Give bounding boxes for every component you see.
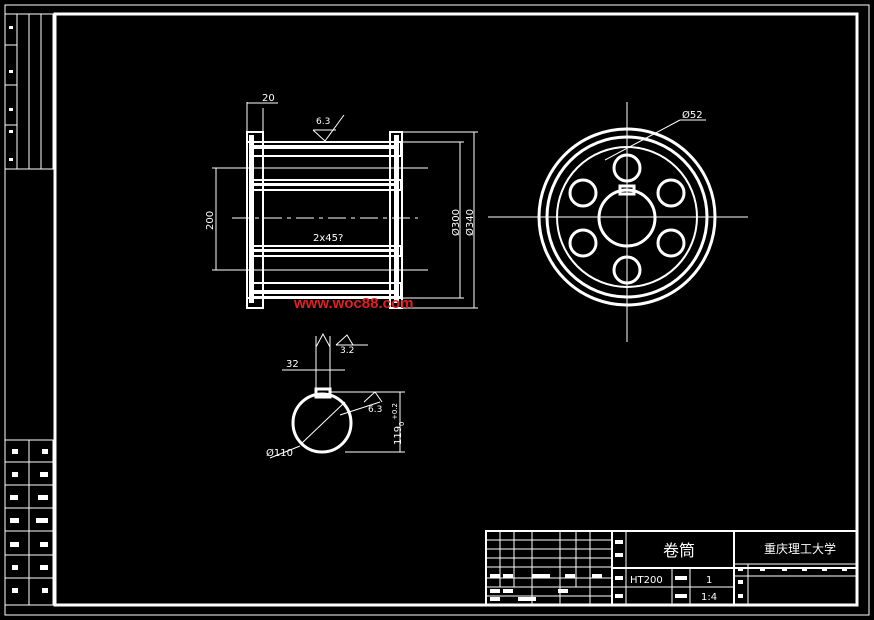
hole-bottom bbox=[612, 255, 642, 285]
dim-hole: Ø52 bbox=[682, 109, 703, 121]
center-bore bbox=[597, 188, 657, 248]
quantity: 1 bbox=[706, 575, 712, 586]
hole-right-top bbox=[656, 178, 686, 208]
roughness-key-value: 3.2 bbox=[340, 346, 354, 356]
left-strip-top-marks bbox=[9, 26, 13, 161]
side-view bbox=[488, 102, 748, 342]
roughness-symbol-key bbox=[315, 332, 331, 348]
dim-key-depth: 119 bbox=[393, 426, 404, 445]
hole-left-top bbox=[568, 178, 598, 208]
shell-bottom-hatch bbox=[249, 282, 402, 298]
hole-top bbox=[612, 153, 642, 183]
title-block bbox=[485, 530, 858, 606]
outer-border bbox=[4, 4, 870, 616]
dim-key-width: 32 bbox=[286, 359, 299, 370]
school-name: 重庆理工大学 bbox=[764, 541, 836, 556]
roughness-symbol-top bbox=[312, 114, 345, 142]
hole-right-bottom bbox=[656, 228, 686, 258]
left-strip-top bbox=[4, 13, 54, 170]
outer-rim-circle bbox=[537, 127, 717, 307]
roughness-bore-value: 6.3 bbox=[368, 405, 382, 415]
dim-d340: Ø340 bbox=[464, 209, 476, 236]
left-flange bbox=[246, 131, 264, 309]
section-keyway bbox=[314, 387, 332, 399]
material: HT200 bbox=[630, 575, 663, 586]
hole-left-bottom bbox=[568, 228, 598, 258]
scale: 1:4 bbox=[701, 592, 717, 603]
front-view: 20 6.3 200 2x45? Ø300 Ø340 bbox=[205, 93, 478, 309]
roughness-top-value: 6.3 bbox=[316, 117, 330, 127]
dim-d300: Ø300 bbox=[450, 209, 462, 236]
rim-inner-circle bbox=[545, 135, 709, 299]
dim-bore: Ø110 bbox=[266, 447, 293, 459]
watermark: www.woc88.com bbox=[293, 295, 413, 312]
part-name: 卷筒 bbox=[663, 541, 695, 560]
roughness-symbol-bore bbox=[363, 391, 383, 403]
right-flange bbox=[389, 131, 403, 309]
inner-border bbox=[53, 12, 859, 607]
dim-chamfer: 2x45? bbox=[313, 233, 343, 244]
keyway bbox=[618, 184, 636, 196]
bore-wall-bottom bbox=[249, 245, 402, 257]
section-bore-circle bbox=[291, 392, 353, 454]
section-view bbox=[269, 332, 405, 459]
left-strip-bottom bbox=[4, 439, 54, 606]
dim-tolerance-low: 0 bbox=[398, 422, 406, 426]
dim-flange-width: 20 bbox=[262, 93, 275, 104]
dim-bore-length: 200 bbox=[205, 211, 216, 230]
left-strip-bottom-marks bbox=[10, 449, 48, 593]
bore-wall-top bbox=[249, 179, 402, 191]
title-block-labels bbox=[490, 540, 847, 601]
dim-tolerance: +0.2 bbox=[391, 403, 399, 420]
web-circle bbox=[556, 146, 698, 288]
